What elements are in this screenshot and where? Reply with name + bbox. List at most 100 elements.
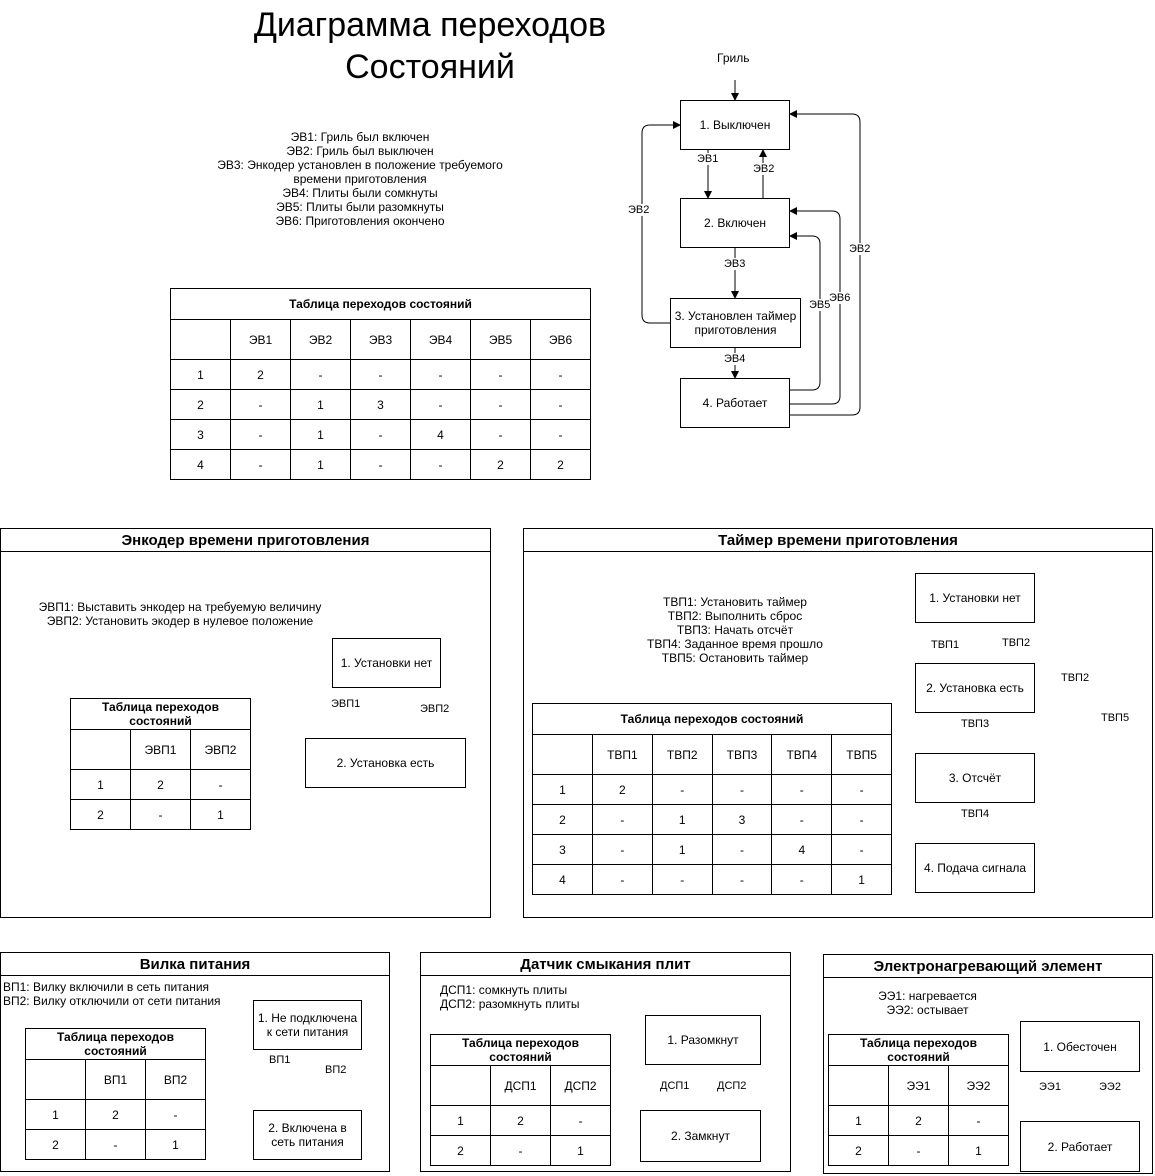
table-cell: 1: [430, 1105, 491, 1136]
edge-label: ВП1: [269, 1054, 291, 1066]
plug-state-2: 2. Включена в сеть питания: [253, 1110, 362, 1160]
sensor-state-2: 2. Замкнут: [640, 1110, 761, 1162]
table-cell: -: [651, 864, 713, 895]
table-cell: -: [290, 359, 351, 390]
table-cell: -: [470, 359, 531, 390]
table-row: 3-1-4--: [170, 419, 591, 450]
table-cell: -: [410, 449, 471, 480]
table-cell: 3: [532, 834, 593, 865]
main-state-1: 1. Выключен: [680, 100, 790, 150]
edge-label: ЭВП2: [420, 703, 450, 715]
timer-state-4: 4. Подача сигнала: [915, 843, 1035, 893]
table-cell: 3: [170, 419, 231, 450]
main-state-4: 4. Работает: [680, 378, 790, 428]
table-cell: 1: [170, 359, 231, 390]
table-header-cell: ВП2: [145, 1059, 206, 1100]
table-cell: 1: [831, 864, 892, 895]
table-cell: 2: [130, 769, 191, 800]
main-entry-label: Гриль: [717, 51, 750, 65]
table-cell: 1: [550, 1135, 611, 1166]
table-cell: 2: [470, 449, 531, 480]
plug-legend: ВП1: Вилку включили в сеть питания ВП2: …: [3, 980, 221, 1008]
table-header-cell: ЭВ5: [470, 319, 531, 360]
main-legend: ЭВ1: Гриль был включен ЭВ2: Гриль был вы…: [217, 130, 503, 228]
table-cell: -: [831, 774, 892, 805]
table-header-cell: ДСП2: [550, 1065, 611, 1106]
edge-label: ЭВ2: [628, 204, 650, 216]
encoder-table-caption: Таблица переходов состояний: [70, 698, 251, 729]
sensor-state-1: 1. Разомкнут: [645, 1015, 761, 1065]
table-cell: 2: [828, 1135, 889, 1166]
edge-label: ЭВ2: [753, 163, 775, 175]
table-header-cell: [430, 1065, 491, 1106]
table-row: 2-1: [70, 799, 251, 830]
table-cell: 4: [532, 864, 593, 895]
encoder-state-2: 2. Установка есть: [305, 738, 466, 788]
table-cell: -: [771, 774, 833, 805]
encoder-state-1: 1. Установки нет: [332, 638, 441, 688]
table-cell: -: [410, 389, 471, 420]
sensor-panel-title: Датчик смыкания плит: [421, 953, 790, 976]
table-header-cell: ЭЭ1: [888, 1065, 949, 1106]
table-cell: 4: [771, 834, 833, 865]
table-row: 2-1: [430, 1135, 611, 1166]
table-cell: -: [651, 774, 713, 805]
heater-state-1: 1. Обесточен: [1020, 1021, 1140, 1072]
table-cell: 1: [290, 449, 351, 480]
edge-label: ТВП2: [1002, 637, 1031, 649]
table-cell: -: [831, 834, 892, 865]
table-cell: 2: [532, 804, 593, 835]
table-cell: -: [410, 359, 471, 390]
table-cell: -: [130, 799, 191, 830]
sensor-table-caption: Таблица переходов состояний: [430, 1034, 611, 1065]
edge-label: ТВП2: [1061, 672, 1090, 684]
timer-legend: ТВП1: Установить таймер ТВП2: Выполнить …: [647, 595, 823, 665]
edge-label: ЭВ4: [724, 353, 746, 365]
table-cell: -: [592, 804, 653, 835]
table-row: 2-1: [828, 1135, 1009, 1166]
table-cell: 4: [170, 449, 231, 480]
table-cell: -: [711, 864, 773, 895]
main-table-caption: Таблица переходов состояний: [170, 288, 591, 319]
table-cell: 2: [70, 799, 131, 830]
heater-legend: ЭЭ1: нагревается ЭЭ2: остывает: [878, 989, 977, 1017]
table-cell: -: [230, 389, 291, 420]
table-header-cell: [25, 1059, 86, 1100]
encoder-panel: Энкодер времени приготовления: [0, 528, 491, 918]
table-header-cell: [170, 319, 231, 360]
table-header-cell: ВП1: [85, 1059, 146, 1100]
timer-state-1: 1. Установки нет: [915, 573, 1035, 623]
table-cell: 2: [85, 1099, 146, 1130]
table-cell: -: [592, 864, 653, 895]
encoder-legend: ЭВП1: Выставить энкодер на требуемую вел…: [38, 600, 322, 628]
table-cell: 1: [651, 834, 713, 865]
table-cell: 2: [530, 449, 591, 480]
table-cell: 2: [230, 359, 291, 390]
table-header-cell: ТВП4: [771, 734, 833, 775]
sensor-legend: ДСП1: сомкнуть плиты ДСП2: разомкнуть пл…: [440, 983, 580, 1011]
table-cell: -: [771, 864, 833, 895]
heater-panel-title: Электронагревающий элемент: [824, 955, 1152, 978]
table-cell: -: [230, 449, 291, 480]
table-cell: -: [888, 1135, 949, 1166]
table-row: 2-1: [25, 1129, 206, 1160]
table-header-cell: ТВП1: [592, 734, 653, 775]
plug-panel-title: Вилка питания: [1, 953, 389, 976]
table-cell: 2: [490, 1105, 551, 1136]
table-cell: 1: [290, 389, 351, 420]
edge-label: ЭВП1: [331, 698, 361, 710]
table-cell: -: [948, 1105, 1009, 1136]
table-cell: -: [530, 419, 591, 450]
table-cell: 2: [25, 1129, 86, 1160]
edge-label: ТВП3: [961, 718, 990, 730]
table-header-cell: [828, 1065, 889, 1106]
